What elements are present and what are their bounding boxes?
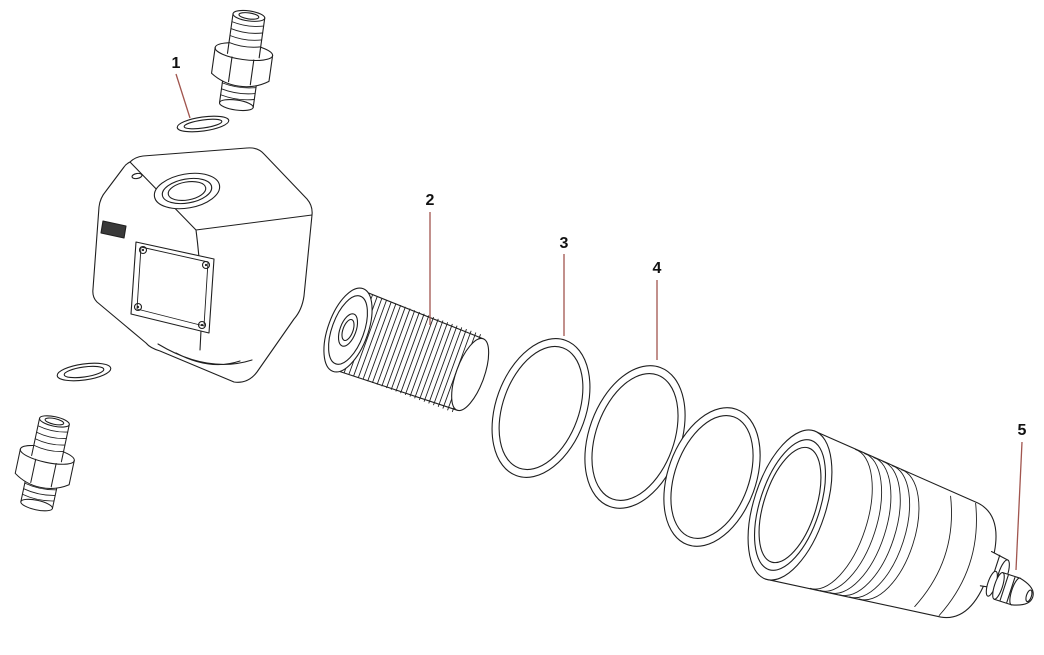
backup-ring (663, 407, 761, 547)
plate-screw (133, 302, 143, 312)
seal-ring-outer (584, 365, 686, 509)
filter-head (92, 147, 313, 383)
filter-head-boss-arcs (157, 343, 253, 366)
filter-head-slot (100, 220, 127, 239)
callout-number-3: 3 (560, 235, 569, 252)
plug-dome (1010, 577, 1034, 606)
callout-5: 5 (1015, 422, 1027, 571)
leader-line-5 (1015, 441, 1023, 571)
callout-number-2: 2 (426, 192, 435, 209)
line-art (8, 6, 1034, 619)
filter-element (323, 287, 490, 413)
bowl-seams (914, 495, 977, 616)
filter-bowl (747, 429, 1010, 619)
callout-number-5: 5 (1018, 422, 1027, 439)
plate-screw (138, 245, 148, 255)
callout-2: 2 (426, 192, 435, 325)
port-o-ring (176, 115, 230, 133)
callout-4: 4 (653, 260, 662, 360)
hex-port-adapter-top (206, 6, 279, 115)
leader-line-1 (175, 73, 191, 119)
seal-ring-inner (491, 338, 591, 478)
plate-screw (197, 320, 207, 330)
callout-number-4: 4 (653, 260, 662, 277)
hex-port-adapter-bottom (8, 410, 83, 516)
filter-element-end (451, 337, 490, 412)
drain-plug (985, 570, 1034, 606)
filter-head-plate (130, 241, 215, 334)
filter-head-port (153, 172, 221, 210)
callout-1: 1 (172, 55, 191, 119)
plate-screw (201, 260, 211, 270)
callout-number-1: 1 (172, 55, 181, 72)
bowl-ribs (809, 449, 920, 601)
head-o-ring (56, 362, 112, 382)
filter-head-top-hole (131, 172, 143, 180)
callout-3: 3 (560, 235, 569, 336)
callouts: 1 2 3 4 5 (172, 55, 1027, 571)
